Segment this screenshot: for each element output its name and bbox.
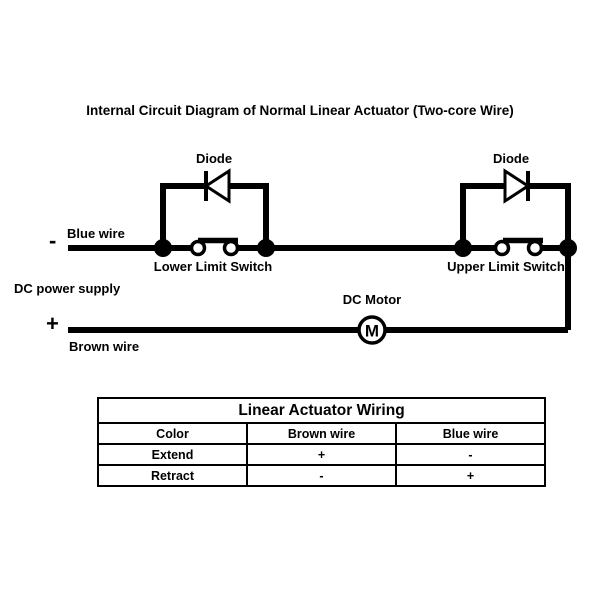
junction-dot [559, 239, 577, 257]
lower-limit-switch-label: Lower Limit Switch [153, 259, 273, 274]
table-header-row: Color Brown wire Blue wire [97, 422, 546, 445]
positive-terminal-label: + [46, 311, 59, 336]
table-row: Retract - + [97, 464, 546, 487]
upper-diode-label: Diode [492, 151, 530, 166]
junction-dot [257, 239, 275, 257]
dc-motor-icon: M [357, 315, 387, 345]
row-brown-value: + [246, 443, 397, 466]
junction-dot [154, 239, 172, 257]
wiring-table: Linear Actuator Wiring Color Brown wire … [97, 397, 546, 487]
brown-wire-label: Brown wire [69, 339, 140, 354]
upper-diode-icon [503, 168, 531, 204]
header-blue-wire: Blue wire [395, 422, 546, 445]
row-brown-value: - [246, 464, 397, 487]
upper-limit-switch-icon [493, 237, 544, 257]
dc-power-supply-label: DC power supply [14, 281, 121, 296]
blue-wire-label: Blue wire [67, 226, 125, 241]
header-brown-wire: Brown wire [246, 422, 397, 445]
circuit-diagram: M [68, 168, 577, 345]
dc-motor-label: DC Motor [342, 292, 402, 307]
table-row: Extend + - [97, 443, 546, 466]
negative-terminal-label: - [49, 228, 57, 253]
row-blue-value: - [395, 443, 546, 466]
junction-dot [454, 239, 472, 257]
upper-limit-switch-label: Upper Limit Switch [447, 259, 565, 274]
header-color: Color [97, 422, 248, 445]
row-label: Retract [97, 464, 248, 487]
row-blue-value: + [395, 464, 546, 487]
motor-symbol-text: M [365, 322, 379, 341]
page-title: Internal Circuit Diagram of Normal Linea… [86, 103, 514, 118]
lower-diode-label: Diode [195, 151, 233, 166]
lower-limit-switch-icon [189, 237, 240, 257]
table-title-row: Linear Actuator Wiring [97, 397, 546, 424]
row-label: Extend [97, 443, 248, 466]
table-title: Linear Actuator Wiring [97, 397, 546, 424]
lower-diode-icon [203, 168, 231, 204]
